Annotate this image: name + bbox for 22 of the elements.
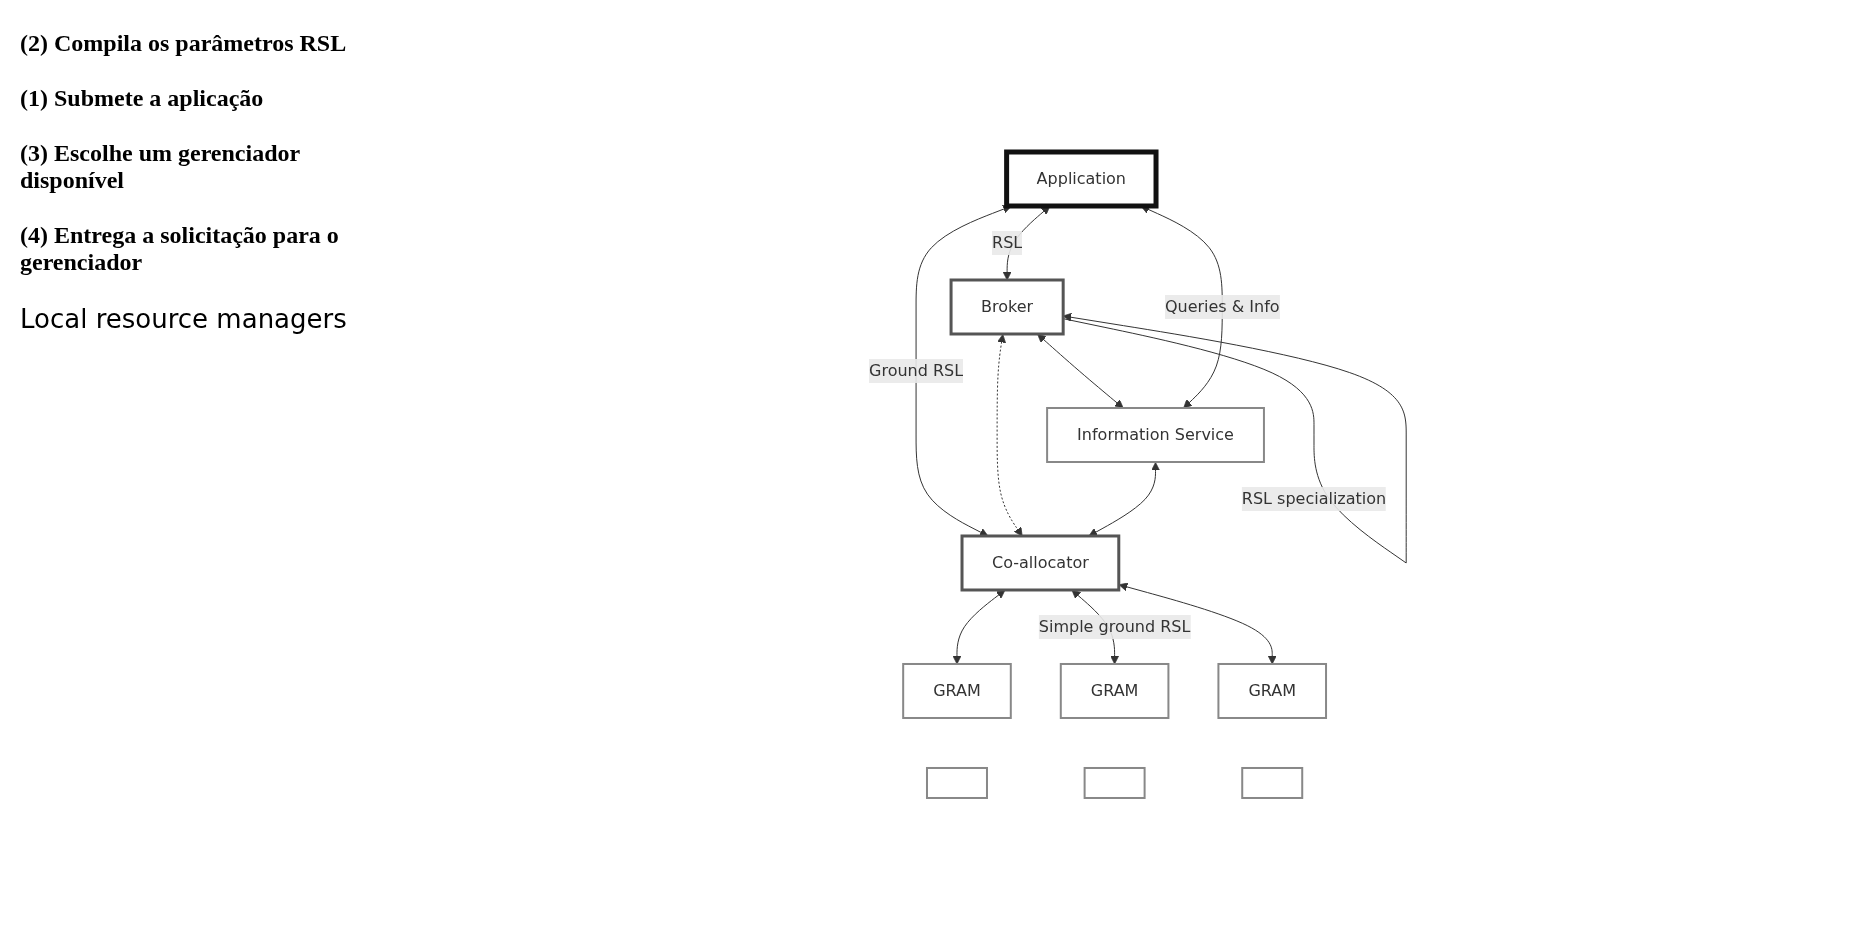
node-box: Co-allocator (960, 534, 1121, 592)
edge-label: RSL specialization (1242, 488, 1387, 508)
node-box (1083, 767, 1146, 799)
node-box: GRAM (1060, 663, 1170, 719)
step-note: (1) Submete a aplicação (20, 85, 265, 112)
edge-label: Ground RSL (869, 360, 964, 380)
arrow (952, 589, 1006, 665)
node-box: GRAM (1217, 663, 1328, 719)
edge-label: Queries & Info (1165, 297, 1280, 316)
node-box (926, 767, 989, 799)
edge-label: RSL (992, 233, 1023, 252)
step-note: (3) Escolhe um gerenciador disponível (20, 140, 301, 194)
arrow (1119, 582, 1277, 665)
group-label: Local resource managers (20, 304, 348, 334)
step-note: (2) Compila os parâmetros RSL (20, 30, 348, 57)
node-box (1241, 767, 1304, 799)
node-box: Information Service (1046, 407, 1266, 463)
node-box: Application (1004, 149, 1159, 209)
edge-label: Simple ground RSL (1039, 616, 1191, 636)
step-note: (4) Entrega a solicitação para o gerenciador (20, 222, 340, 276)
node-box: Broker (949, 278, 1065, 336)
node-box: GRAM (902, 663, 1013, 719)
